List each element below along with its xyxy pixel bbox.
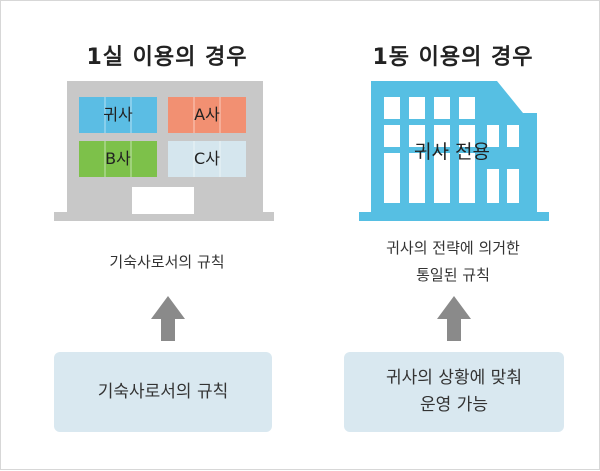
gray-building-door [132, 187, 194, 214]
whole-building-rule-line1: 귀사의 전략에 의거한 [386, 239, 520, 257]
single-room-title: 1실 이용의 경우 [86, 45, 248, 70]
single-room-box: 기숙사로서의 규칙 [54, 352, 272, 432]
whole-building-rule: 귀사의 전략에 의거한 통일된 규칙 [303, 235, 600, 289]
cell-label-company-a: A사 [194, 105, 220, 124]
cell-label-company-c: C사 [194, 149, 220, 168]
blue-building [359, 81, 549, 221]
gray-building [54, 81, 274, 221]
cell-label-our-company: 귀사 [103, 105, 133, 124]
whole-building-box-line2: 운영 가능 [420, 395, 488, 415]
gray-building-base [54, 212, 274, 221]
single-room-rule: 기숙사로서의 규칙 [109, 253, 225, 271]
cell-company-b [79, 141, 157, 177]
cell-window-lines [104, 97, 221, 177]
up-arrow-left [151, 296, 185, 341]
up-arrow-right [437, 296, 471, 341]
cell-company-a [168, 97, 246, 133]
blue-building-base [359, 212, 549, 221]
cell-label-company-b: B사 [105, 149, 131, 168]
building-label: 귀사 전용 [414, 141, 490, 163]
cell-our-company [79, 97, 157, 133]
cell-company-c [168, 141, 246, 177]
whole-building-rule-line2: 통일된 규칙 [416, 266, 490, 284]
whole-building-title: 1동 이용의 경우 [372, 45, 534, 70]
whole-building-box: 귀사의 상황에 맞춰 운영 가능 [344, 352, 564, 432]
whole-building-box-line1: 귀사의 상황에 맞춰 [386, 368, 522, 388]
single-room-box-text: 기숙사로서의 규칙 [97, 381, 229, 402]
blue-building-windows [384, 97, 519, 203]
